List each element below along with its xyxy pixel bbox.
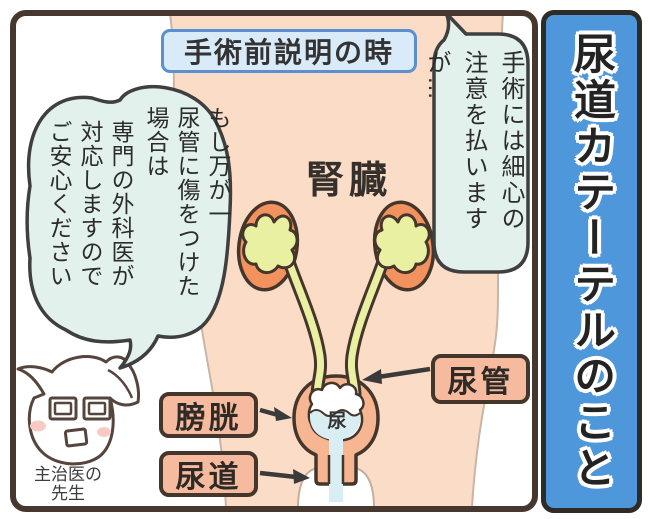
scene-caption: 手術前説明の時: [183, 37, 394, 68]
doctor-caption: 主治医の 先生: [34, 465, 102, 503]
page-title: 尿道カテーテルのこと: [568, 31, 616, 492]
reassure-bubble-text-2: 専門の外科医が 対応しますので ご安心ください: [46, 120, 134, 288]
urethra-channel: [329, 436, 343, 502]
caution-bubble-text: 手術には細心の 注意を払いますが…: [423, 50, 524, 232]
urine-fill: [310, 410, 361, 440]
doctor-face: [16, 355, 140, 466]
mouth-icon: [63, 427, 89, 448]
urethra-arrow-icon: [259, 469, 310, 484]
reassure-bubble-text-1: もし万が一 尿管に傷をつけた 場合は: [143, 106, 231, 298]
kidney-left: [236, 200, 328, 401]
speech-bubble-reassure: [25, 85, 233, 370]
ureter-label: 尿管: [447, 366, 514, 399]
urethra-label-box: 尿道: [159, 451, 258, 497]
cheek-right: [97, 427, 111, 437]
ureter-label-box: 尿管: [431, 354, 530, 404]
glasses-icon: [48, 396, 112, 421]
kidney-right: [344, 200, 436, 401]
urethra-label: 尿道: [175, 461, 242, 494]
scene-caption-box: 手術前説明の時: [161, 29, 417, 73]
renal-pelvis: [241, 213, 299, 274]
cheek-left: [30, 420, 46, 432]
bladder-label-box: 膀胱: [159, 392, 258, 438]
bladder-arrow-icon: [259, 407, 292, 421]
ureter-arrow-icon: [362, 366, 431, 384]
urine-surface-line: [309, 409, 361, 417]
urine-label: 尿: [327, 411, 347, 432]
bladder-label: 膀胱: [175, 402, 242, 435]
title-sidebar: 尿道カテーテルのこと: [541, 10, 642, 513]
hair-line: [107, 368, 134, 399]
speech-bubble-caution: [432, 11, 530, 274]
kidney-label: 腎臓: [306, 160, 393, 202]
